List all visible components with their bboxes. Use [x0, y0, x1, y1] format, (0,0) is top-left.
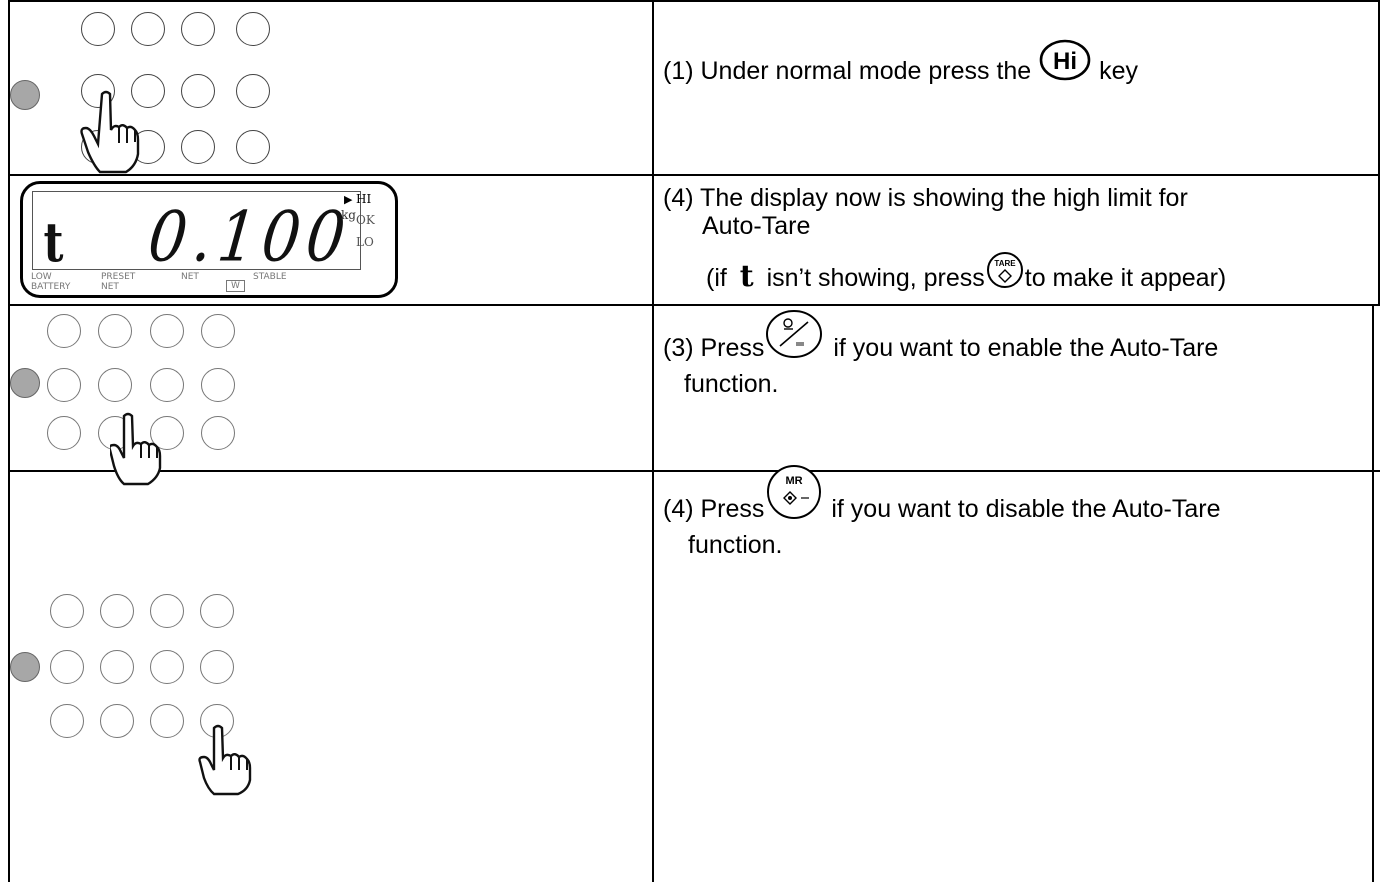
table-border-top: [8, 0, 1380, 2]
keypad-icon: [10, 10, 290, 174]
lcd-label-net: NET: [181, 272, 199, 282]
table-row-divider: [8, 174, 1380, 176]
table-border-left: [8, 0, 10, 882]
step-4-display-note: (if t isn’t showing, press TARE to make …: [706, 252, 1227, 294]
table-row-divider: [8, 304, 1380, 306]
step-3-trailing: if you want to enable the Auto-Tare: [833, 334, 1219, 362]
indicator-dot: [10, 80, 40, 110]
keypad-icon: [10, 590, 270, 740]
table-row-divider: [8, 470, 1380, 472]
table-column-divider: [652, 0, 654, 882]
tare-key-icon: TARE: [986, 252, 1023, 289]
step-3-instruction: (3) Press if you want to enable the Auto…: [663, 310, 1219, 363]
note-prefix: (if: [706, 264, 727, 292]
indicator-dot: [10, 652, 40, 682]
keypad-icon: [10, 310, 280, 486]
step-4-line2: function.: [688, 531, 783, 559]
svg-text:TARE: TARE: [994, 259, 1016, 268]
table-border-right: [1372, 306, 1374, 882]
step-4-trailing: if you want to disable the Auto-Tare: [831, 495, 1221, 523]
step-1-trailing: key: [1099, 57, 1139, 85]
pointing-hand-icon: [110, 412, 162, 486]
note-suffix: to make it appear): [1024, 264, 1227, 292]
lcd-indicator-lo: LO: [356, 235, 374, 249]
indicator-dot: [10, 368, 40, 398]
pointing-hand-icon: [80, 90, 140, 174]
lcd-unit: kg: [341, 208, 356, 222]
table-border-right: [1378, 0, 1380, 306]
step-1-label: (1) Under normal mode press the: [663, 57, 1032, 85]
hi-key-icon: Hi: [1039, 40, 1091, 81]
step-4-display-line1: (4) The display now is showing the high …: [663, 184, 1188, 212]
lcd-label-stable: STABLE: [253, 272, 287, 282]
lcd-label-low-battery: LOW BATTERY: [31, 272, 71, 292]
lcd-indicator-arrow: ▶: [344, 193, 353, 206]
step-1-instruction: (1) Under normal mode press the Hi key: [663, 40, 1139, 86]
lcd-indicator-ok: OK: [356, 213, 375, 227]
lcd-mode-char: t: [43, 210, 64, 274]
lcd-indicator-hi: HI: [356, 192, 372, 206]
svg-text:MR: MR: [786, 475, 803, 487]
step-3-line2: function.: [684, 370, 779, 398]
svg-text:Hi: Hi: [1053, 48, 1077, 75]
lcd-display: t 0.100 kg ▶ HI OK LO LOW BATTERY PRESET…: [20, 181, 398, 298]
lcd-label-preset-net: PRESET NET: [101, 272, 136, 292]
mr-key-icon: MR: [767, 465, 822, 520]
lcd-screen: t 0.100 kg: [32, 191, 361, 278]
lcd-label-w: W: [226, 280, 245, 292]
step-4-display-line2: Auto-Tare: [702, 212, 811, 240]
note-middle: isn’t showing, press: [766, 264, 985, 292]
note-t-glyph: t: [739, 259, 754, 294]
step-4-instruction: (4) Press MR if you want to disable the …: [663, 465, 1221, 524]
pointing-hand-icon: [198, 724, 252, 796]
step-3-label: (3) Press: [663, 334, 765, 362]
percent-key-icon: [766, 310, 823, 359]
lcd-value: 0.100: [144, 197, 355, 278]
step-4-label: (4) Press: [663, 495, 765, 523]
